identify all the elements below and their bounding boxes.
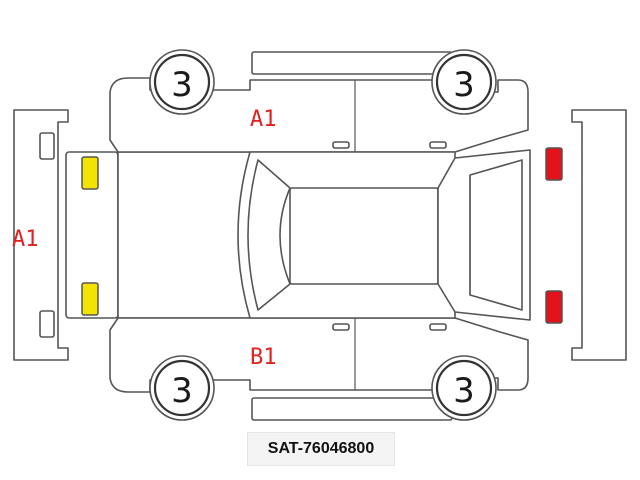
wheel-rear-left: 3 bbox=[431, 49, 497, 115]
hood-section bbox=[65, 151, 251, 319]
front-bumper bbox=[13, 109, 69, 361]
damage-mark-roof-right: B1 bbox=[250, 345, 277, 370]
wheel-front-left: 3 bbox=[149, 49, 215, 115]
rear-lamp-upper bbox=[545, 147, 563, 181]
wheel-rear-left-grade: 3 bbox=[453, 65, 475, 105]
vehicle-code-label: SAT-76046800 bbox=[247, 432, 395, 466]
damage-mark-roof-left: A1 bbox=[250, 107, 277, 132]
wheel-front-left-grade: 3 bbox=[171, 65, 193, 105]
vehicle-code-text: SAT-76046800 bbox=[267, 440, 375, 457]
wheel-front-right-grade: 3 bbox=[171, 371, 193, 411]
wheel-front-right: 3 bbox=[149, 355, 215, 421]
wheel-rear-right: 3 bbox=[431, 355, 497, 421]
rear-lamp-lower bbox=[545, 290, 563, 324]
wheel-rear-right-grade: 3 bbox=[453, 371, 475, 411]
cabin-roof bbox=[237, 149, 531, 321]
damage-mark-front: A1 bbox=[12, 227, 39, 252]
rear-bumper bbox=[571, 109, 627, 361]
body-side-top bbox=[109, 51, 529, 153]
front-lamp-lower bbox=[81, 282, 99, 316]
front-lamp-upper bbox=[81, 156, 99, 190]
body-side-bottom bbox=[109, 317, 529, 421]
